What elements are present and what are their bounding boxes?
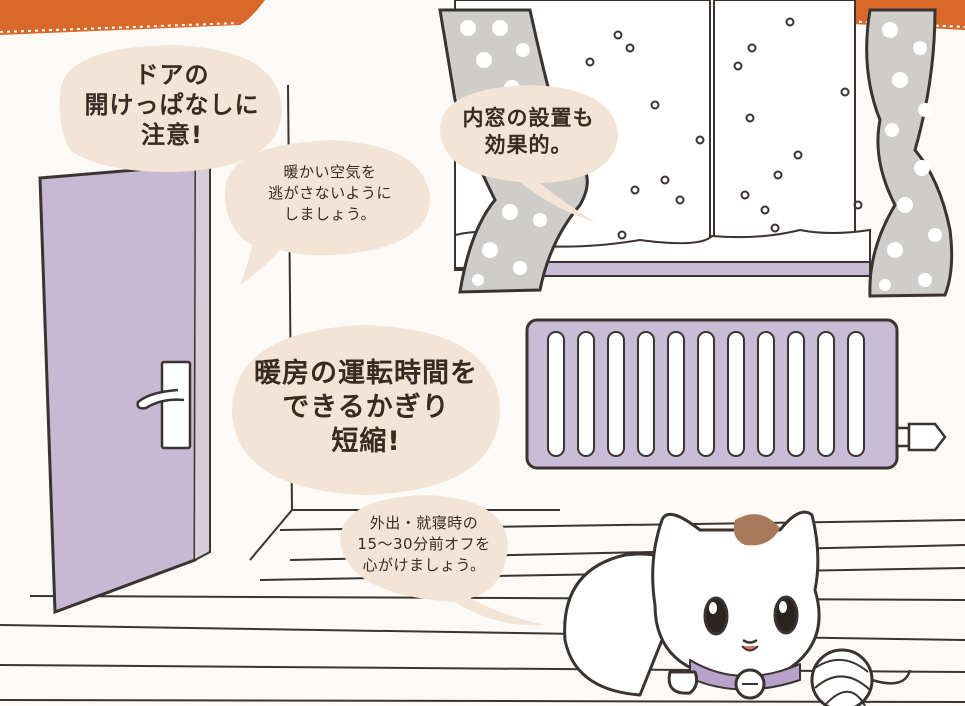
- door-detail-line-3: しましょう。: [283, 205, 377, 223]
- door-tip-heading: ドアの 開けっぱなしに 注意!: [72, 60, 272, 150]
- door-handle-icon: [136, 360, 192, 450]
- cat-icon: [563, 510, 912, 706]
- bell-icon: [734, 668, 766, 700]
- yarn-ball-icon: [810, 648, 912, 706]
- door-tip-line-1: ドアの: [134, 61, 210, 89]
- heating-tip-line-2: できるかぎり: [282, 392, 450, 423]
- door-tip-line-2: 開けっぱなしに: [84, 91, 260, 119]
- heating-tip-detail: 外出・就寝時の 15〜30分前オフを 心がけましょう。: [345, 513, 503, 576]
- door-tip-line-3: 注意!: [141, 121, 203, 149]
- window-tip-line-2: 効果的。: [484, 133, 573, 157]
- window-tip-line-1: 内窓の設置も: [462, 106, 595, 130]
- window-tip: 内窓の設置も 効果的。: [446, 105, 611, 159]
- heating-tip-line-1: 暖房の運転時間を: [254, 358, 478, 389]
- heating-detail-line-3: 心がけましょう。: [362, 556, 486, 574]
- heating-detail-line-1: 外出・就寝時の: [369, 514, 479, 532]
- radiator-icon: [525, 318, 947, 470]
- heating-tip-line-3: 短縮!: [331, 426, 401, 457]
- banner-left: [0, 0, 265, 35]
- heating-detail-line-2: 15〜30分前オフを: [357, 535, 491, 553]
- door-tip-detail: 暖かい空気を 逃がさないように しましょう。: [240, 162, 420, 225]
- heating-tip-heading: 暖房の運転時間を できるかぎり 短縮!: [236, 357, 496, 459]
- door-detail-line-2: 逃がさないように: [268, 184, 392, 202]
- speech-bubbles: [59, 45, 618, 626]
- door-detail-line-1: 暖かい空気を: [283, 163, 377, 181]
- door-icon: [38, 158, 211, 615]
